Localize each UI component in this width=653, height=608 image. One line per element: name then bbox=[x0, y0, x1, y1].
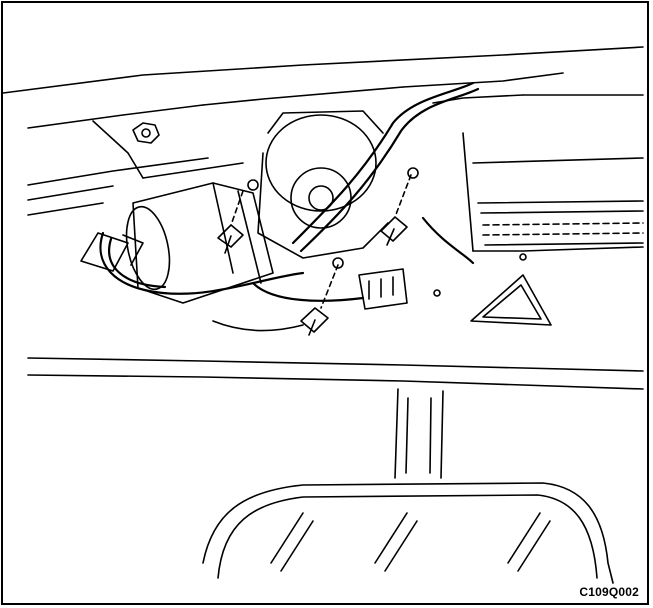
rearview-mirror bbox=[202, 482, 614, 584]
wire-harness bbox=[99, 81, 480, 302]
mounting-screws bbox=[217, 167, 419, 336]
lower-header-panel bbox=[27, 320, 644, 390]
ground-connector bbox=[358, 268, 408, 310]
mounting-nut bbox=[132, 122, 160, 144]
gearbox bbox=[257, 110, 389, 259]
figure-code-label: C109Q002 bbox=[579, 585, 639, 599]
wiper-motor-illustration bbox=[3, 46, 644, 584]
mirror-mount bbox=[394, 388, 444, 479]
upper-body-panel bbox=[3, 46, 644, 252]
panel-cutout bbox=[433, 253, 552, 326]
harness-connector bbox=[80, 232, 144, 272]
vent-grille bbox=[477, 200, 644, 246]
